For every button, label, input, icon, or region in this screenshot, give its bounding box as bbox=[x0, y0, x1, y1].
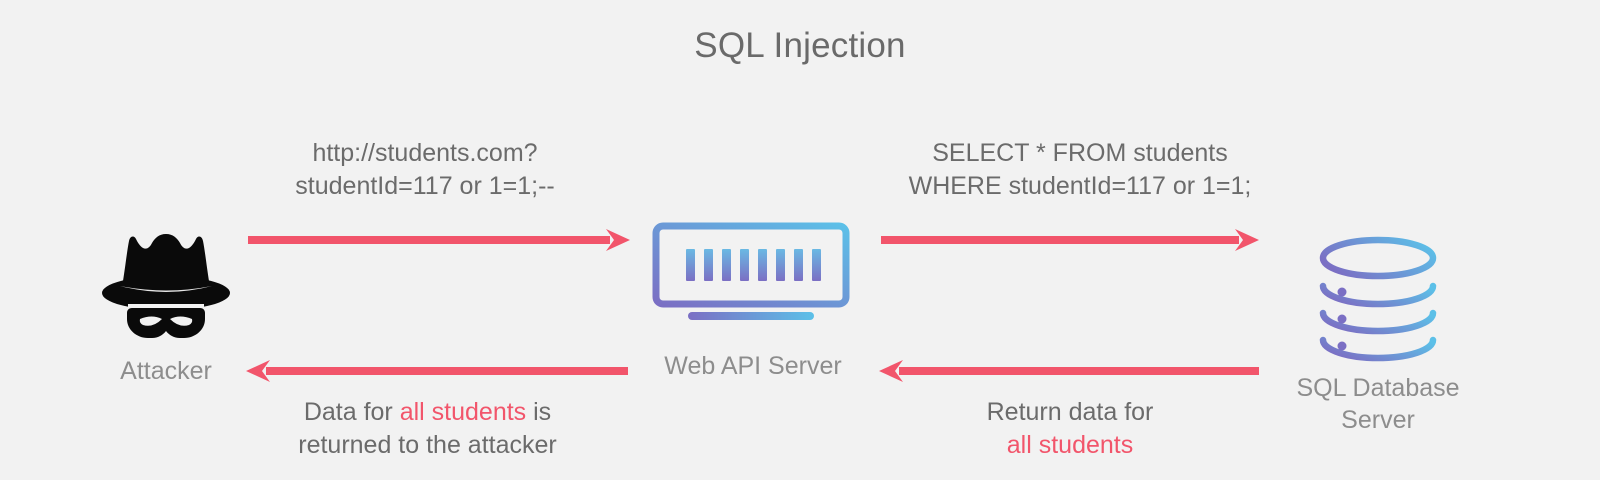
attacker-label: Attacker bbox=[120, 357, 212, 385]
query-message-line2: WHERE studentId=117 or 1=1; bbox=[908, 172, 1252, 200]
query-message-line1: SELECT * FROM students bbox=[932, 139, 1228, 167]
web-server-monitor-icon bbox=[652, 222, 854, 322]
query-message: SELECT * FROM students WHERE studentId=1… bbox=[885, 137, 1275, 203]
page-title: SQL Injection bbox=[694, 26, 906, 65]
database-label-line2: Server bbox=[1341, 406, 1415, 434]
request-message: http://students.com? studentId=117 or 1=… bbox=[250, 137, 600, 203]
response-attacker-line1: Data for all students is bbox=[255, 396, 600, 429]
database-cylinder-icon bbox=[1318, 236, 1438, 362]
response-db-message: Return data for all students bbox=[905, 396, 1235, 462]
response-attacker-message: Data for all students is returned to the… bbox=[255, 396, 600, 462]
response-attacker-line1-pre: Data for bbox=[303, 398, 400, 426]
arrow-server-to-database bbox=[881, 227, 1259, 253]
arrow-database-to-server bbox=[879, 358, 1259, 384]
request-message-line2: studentId=117 or 1=1;-- bbox=[295, 172, 555, 200]
server-label: Web API Server bbox=[664, 352, 842, 380]
response-attacker-line2: returned to the attacker bbox=[298, 431, 557, 459]
arrow-server-to-attacker bbox=[246, 358, 628, 384]
attacker-hat-mask-icon bbox=[100, 228, 232, 338]
response-db-line1: Return data for bbox=[986, 398, 1154, 426]
database-label: SQL Database Server bbox=[1278, 372, 1478, 436]
arrow-attacker-to-server bbox=[248, 227, 630, 253]
response-attacker-highlight: all students bbox=[399, 398, 527, 426]
response-db-highlight: all students bbox=[1006, 431, 1134, 459]
response-attacker-line1-post: is bbox=[526, 398, 552, 426]
request-message-line1: http://students.com? bbox=[312, 139, 538, 167]
database-label-line1: SQL Database bbox=[1296, 374, 1460, 402]
